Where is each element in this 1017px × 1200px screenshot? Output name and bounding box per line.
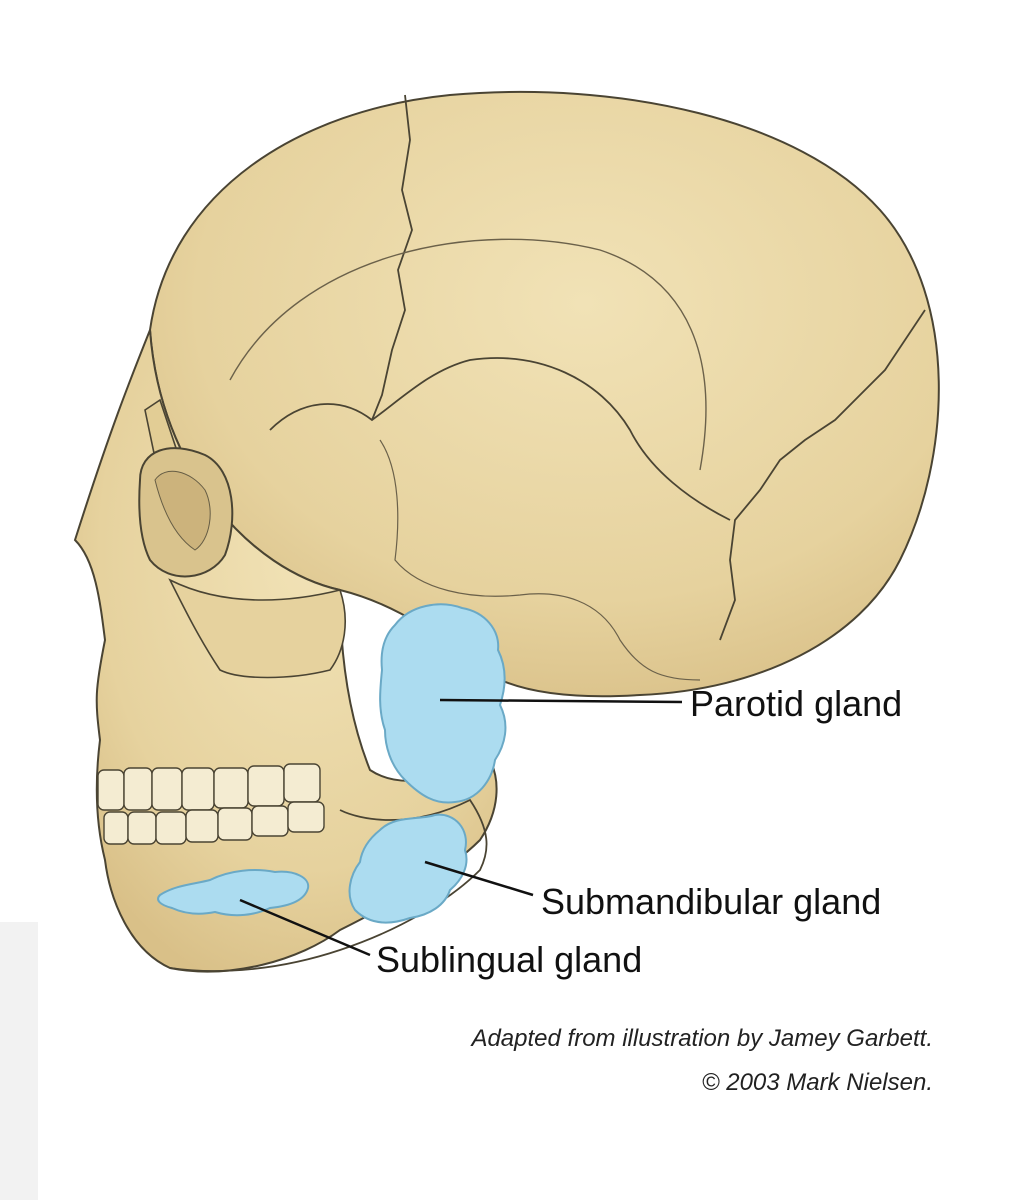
submandibular-leader-line — [424, 860, 534, 897]
temporal-bone — [379, 439, 701, 681]
parotid-gland-label: Parotid gland — [690, 683, 903, 724]
coronal-suture — [371, 94, 413, 421]
cranium — [148, 90, 940, 698]
background-strip — [0, 922, 38, 1200]
sublingual-leader-line — [239, 898, 371, 957]
lower-teeth — [103, 801, 325, 845]
submandibular-gland-label: Submandibular gland — [541, 881, 882, 922]
parotid-gland — [379, 603, 507, 804]
credit-line-2: © 2003 Mark Nielsen. — [701, 1069, 933, 1096]
credit-line-1: Adapted from illustration by Jamey Garbe… — [471, 1025, 933, 1052]
temporal-line — [229, 238, 707, 471]
sublingual-gland-label: Sublingual gland — [376, 939, 643, 980]
upper-teeth — [97, 763, 321, 811]
sublingual-gland — [157, 869, 310, 917]
zygomatic-arch — [168, 578, 346, 679]
parotid-leader-line — [439, 698, 683, 704]
lambdoid-suture — [719, 309, 926, 641]
squamous-suture — [269, 357, 731, 521]
submandibular-gland — [348, 813, 468, 924]
